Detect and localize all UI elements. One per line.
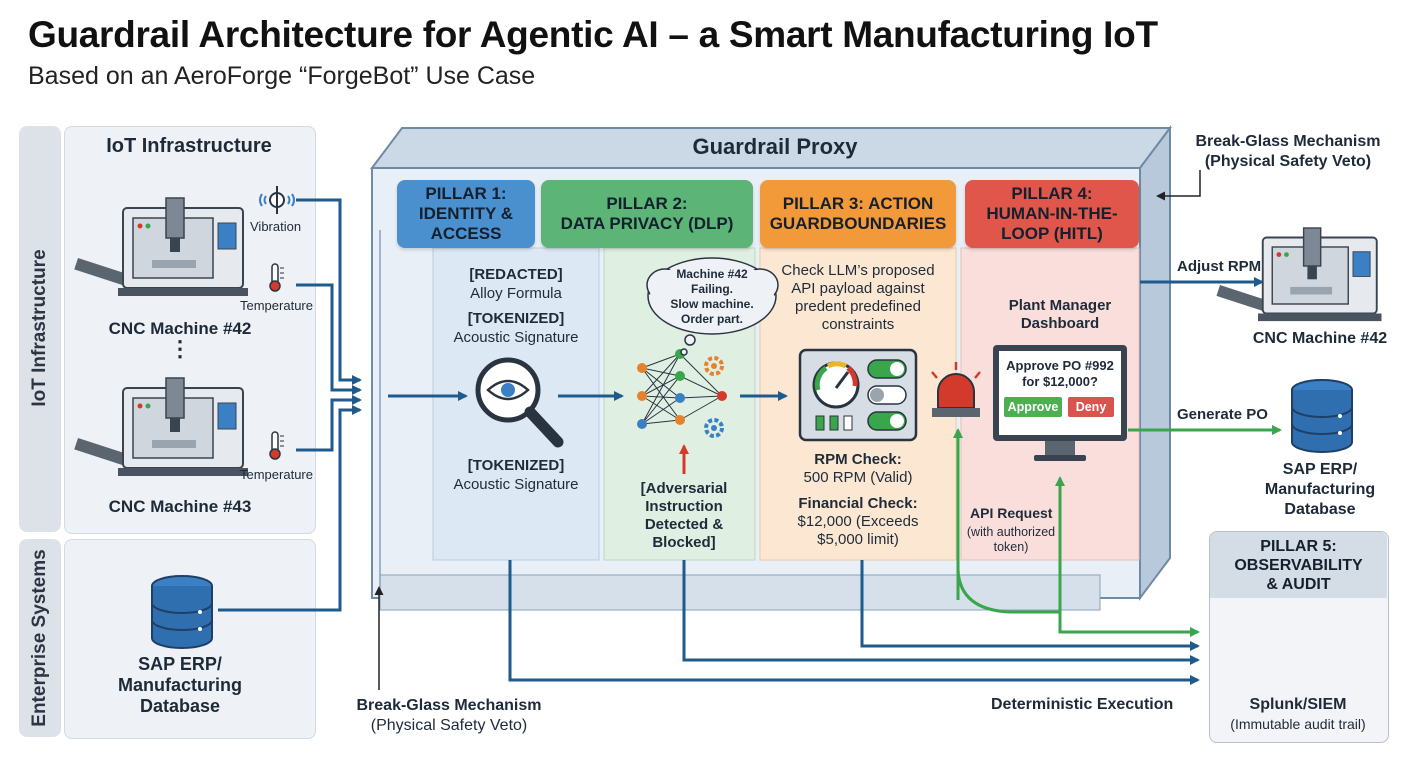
deterministic-execution-label: Deterministic Execution <box>991 696 1174 713</box>
machine-42-label: CNC Machine #42 <box>108 319 252 338</box>
ellipsis: ⋮ <box>169 336 191 361</box>
temperature-label: Temperature <box>240 467 313 482</box>
page-title: Guardrail Architecture for Agentic AI – … <box>28 14 1158 55</box>
input-connectors <box>218 198 362 612</box>
neural-network-icon <box>637 349 727 429</box>
machine-43-label: CNC Machine #43 <box>108 497 252 516</box>
output-machine-label: CNC Machine #42 <box>1252 330 1388 347</box>
gear-icon <box>704 356 724 376</box>
alarm-light-icon <box>931 362 981 417</box>
deny-button[interactable]: Deny <box>1068 397 1114 417</box>
iot-side-band <box>19 126 61 532</box>
pillar-5-header: PILLAR 5:OBSERVABILITY& AUDIT <box>1210 532 1387 598</box>
gear-icon <box>704 418 724 438</box>
rpm-check-title: RPM Check: <box>814 451 902 468</box>
vibration-sensor-icon <box>259 186 295 214</box>
database-icon <box>151 575 213 649</box>
audit-arrow <box>508 560 1200 685</box>
rpm-check-value: 500 RPM (Valid) <box>803 469 913 486</box>
enterprise-side-band <box>19 539 61 737</box>
audit-arrow <box>682 560 1200 665</box>
magnifier-eye-icon <box>475 357 564 448</box>
adjust-rpm-label: Adjust RPM <box>1177 258 1262 275</box>
generate-po-label: Generate PO <box>1177 406 1268 423</box>
temperature-sensor-icon <box>269 431 285 460</box>
proxy-title: Guardrail Proxy <box>692 134 858 159</box>
thought-bubble <box>646 257 779 356</box>
acoustic-label: Acoustic Signature <box>453 476 579 493</box>
splunk-label: Splunk/SIEM <box>1249 696 1347 713</box>
alloy-label: Alloy Formula <box>470 285 562 302</box>
break-glass-top-label: Break-Glass Mechanism(Physical Safety Ve… <box>1195 133 1381 170</box>
control-panel-icon <box>798 348 918 442</box>
api-request-arrow <box>956 476 1065 614</box>
vibration-label: Vibration <box>250 219 302 234</box>
tokenized-tag: [TOKENIZED] <box>467 457 565 474</box>
tokenized-tag: [TOKENIZED] <box>467 310 565 327</box>
iot-panel-title: IoT Infrastructure <box>106 135 272 157</box>
database-output-icon <box>1291 379 1353 453</box>
break-glass-pointer <box>1156 170 1201 201</box>
financial-check-value: $12,000 (Exceeds$5,000 limit) <box>797 513 919 548</box>
pillar-4-header: PILLAR 4:HUMAN-IN-THE-LOOP (HITL) <box>965 180 1139 248</box>
splunk-note: (Immutable audit trail) <box>1230 716 1366 732</box>
page-subtitle: Based on an AeroForge “ForgeBot” Use Cas… <box>28 62 536 90</box>
pillar-1-header: PILLAR 1:IDENTITY &ACCESS <box>397 180 535 248</box>
audit-arrow-green <box>1058 612 1200 637</box>
financial-check-title: Financial Check: <box>798 495 918 512</box>
acoustic-label: Acoustic Signature <box>453 329 579 346</box>
cnc-machine-42-icon <box>73 197 249 297</box>
monitor-icon <box>993 345 1127 461</box>
cnc-machine-43-icon <box>73 377 249 477</box>
redacted-tag: [REDACTED] <box>469 266 563 283</box>
api-request-label: API Request <box>970 505 1053 521</box>
pillar-2-header: PILLAR 2:DATA PRIVACY (DLP) <box>541 180 753 248</box>
temperature-label: Temperature <box>240 298 313 313</box>
approve-button[interactable]: Approve <box>1004 397 1062 417</box>
audit-arrow <box>860 560 1200 651</box>
temperature-sensor-icon <box>269 263 285 292</box>
break-glass-bottom-label: Break-Glass Mechanism(Physical Safety Ve… <box>356 697 542 734</box>
